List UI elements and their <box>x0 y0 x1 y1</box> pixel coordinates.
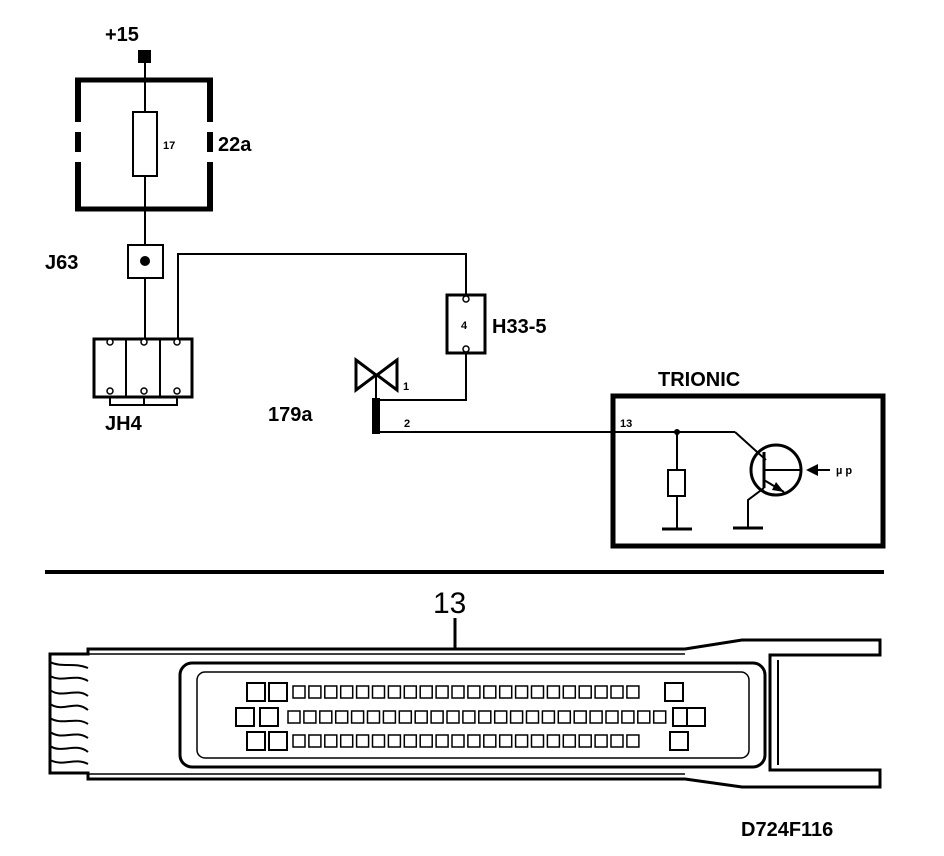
pin <box>355 685 370 699</box>
pin <box>530 734 545 748</box>
pin <box>435 734 449 748</box>
fuse-box-label: 22a <box>218 134 252 156</box>
pin <box>594 685 608 699</box>
fuse-label: 17 <box>163 140 175 152</box>
pin <box>605 710 619 724</box>
pin <box>498 734 513 748</box>
pin <box>578 734 592 748</box>
valve-pin2-label: 2 <box>404 418 410 430</box>
pin <box>498 685 513 699</box>
pin <box>398 710 413 724</box>
pin <box>578 685 592 699</box>
pin <box>292 685 306 699</box>
pin <box>324 685 338 699</box>
pin <box>339 734 354 748</box>
pin <box>478 710 492 724</box>
pin <box>610 685 624 699</box>
pin <box>626 685 640 699</box>
pin <box>594 734 608 748</box>
pin <box>403 685 418 699</box>
drawing-id: D724F116 <box>741 819 833 841</box>
pin <box>308 734 322 748</box>
pin <box>626 734 640 748</box>
pin <box>387 734 402 748</box>
mu-p-label: µ p <box>836 465 852 477</box>
pin <box>324 734 338 748</box>
pin <box>462 710 476 724</box>
pin <box>339 685 354 699</box>
pin <box>467 734 481 748</box>
large-pins <box>235 682 706 751</box>
pin <box>435 685 449 699</box>
pin <box>562 734 577 748</box>
ecu-pin-label: 13 <box>620 418 632 430</box>
pin <box>371 734 386 748</box>
splice-jh4 <box>92 337 194 406</box>
pin <box>446 710 460 724</box>
pin <box>350 710 365 724</box>
pin <box>573 710 587 724</box>
pin <box>514 734 529 748</box>
pin <box>366 710 381 724</box>
pin <box>451 734 465 748</box>
pin <box>403 734 418 748</box>
pin <box>546 685 561 699</box>
ecu-connector: 13 <box>48 587 882 789</box>
pin <box>530 685 545 699</box>
pin-rows <box>287 685 667 748</box>
connector-label: H33-5 <box>492 316 546 338</box>
junction-label: J63 <box>45 252 78 274</box>
wire-to-valve <box>380 353 467 401</box>
input-arrow-icon <box>806 464 818 476</box>
pin <box>637 710 651 724</box>
splice-label: JH4 <box>105 413 143 435</box>
connector-pin-label: 4 <box>461 320 468 332</box>
pin <box>514 685 529 699</box>
valve-179a <box>354 357 399 434</box>
pin <box>557 710 572 724</box>
pin <box>303 710 317 724</box>
pin <box>414 710 428 724</box>
pin <box>652 710 667 724</box>
pin <box>371 685 386 699</box>
pin <box>483 734 497 748</box>
pin <box>382 710 397 724</box>
ecu-label: TRIONIC <box>658 369 740 391</box>
pin <box>509 710 524 724</box>
pin <box>419 685 433 699</box>
pin <box>493 710 508 724</box>
pin <box>483 685 497 699</box>
junction-dot <box>140 256 150 266</box>
pin <box>467 685 481 699</box>
valve-label: 179a <box>268 404 313 426</box>
pin <box>319 710 333 724</box>
pin <box>355 734 370 748</box>
pin <box>541 710 556 724</box>
circuit: +15 22a 17 J63 <box>45 24 886 549</box>
pin <box>334 710 349 724</box>
ecu-box <box>610 393 886 549</box>
pin <box>292 734 306 748</box>
pin <box>546 734 561 748</box>
transistor <box>733 431 830 530</box>
pin <box>387 685 402 699</box>
connector-pin-callout: 13 <box>433 587 466 620</box>
supply-label: +15 <box>105 24 139 46</box>
valve-pin1-label: 1 <box>403 381 409 393</box>
pin <box>562 685 577 699</box>
pin <box>308 685 322 699</box>
pin <box>621 710 635 724</box>
pin <box>451 685 465 699</box>
pin <box>589 710 603 724</box>
pin <box>610 734 624 748</box>
pin <box>419 734 433 748</box>
pin <box>525 710 540 724</box>
supply-terminal <box>138 50 151 63</box>
wire-to-h33 <box>177 253 467 340</box>
fuse <box>132 111 158 177</box>
pin <box>287 710 301 724</box>
resistor <box>667 469 686 497</box>
pin <box>430 710 444 724</box>
